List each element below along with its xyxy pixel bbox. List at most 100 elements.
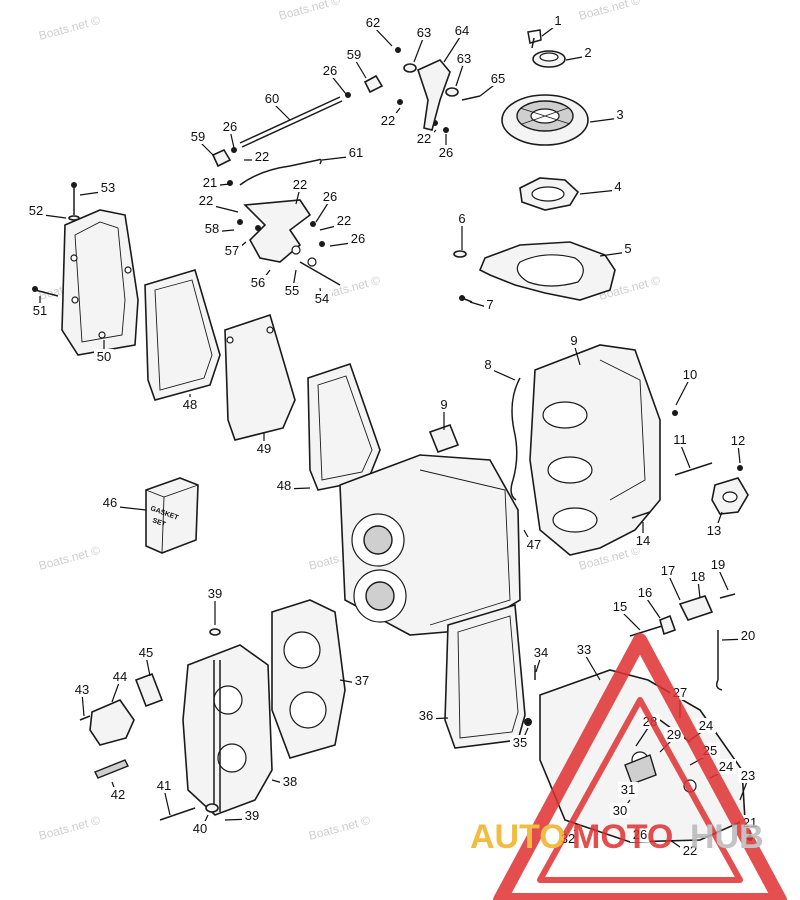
cover-plate-49-part — [224, 313, 296, 441]
callout-c40: 40 — [193, 821, 207, 836]
callout-label-bg — [30, 303, 50, 318]
callout-c5: 5 — [624, 241, 631, 256]
callout-label-bg — [280, 774, 300, 789]
callout-label-bg — [94, 349, 114, 364]
callout-c6: 6 — [458, 211, 465, 226]
callout-c46: 46 — [103, 495, 117, 510]
callout-label-bg — [688, 569, 708, 584]
callout-label-bg — [664, 727, 684, 742]
callout-c9a: 9 — [440, 397, 447, 412]
logo-word-moto: MOTO — [572, 818, 673, 856]
callout-label-bg — [312, 291, 332, 306]
callout-c63a: 63 — [417, 25, 431, 40]
callout-label-bg — [363, 15, 383, 30]
callout-label-bg — [222, 243, 242, 258]
gasket-box-line2: SET — [151, 517, 167, 528]
callout-c22c: 22 — [199, 193, 213, 208]
inner-cover-gasket-part — [444, 603, 536, 749]
callout-c19: 19 — [711, 557, 725, 572]
callout-c13: 13 — [707, 523, 721, 538]
callout-c7: 7 — [486, 297, 493, 312]
callout-c8: 8 — [484, 357, 491, 372]
callout-c23: 23 — [741, 768, 755, 783]
callout-label-bg — [484, 297, 496, 312]
callout-c43: 43 — [75, 682, 89, 697]
callout-c65: 65 — [491, 71, 505, 86]
callout-c26b: 26 — [323, 63, 337, 78]
callout-label-bg — [252, 149, 272, 164]
callout-label-bg — [635, 585, 655, 600]
callout-label-bg — [680, 367, 700, 382]
callout-label-bg — [738, 768, 758, 783]
seal-bolt-part — [527, 29, 542, 49]
callout-c42: 42 — [111, 787, 125, 802]
callout-label-bg — [482, 357, 494, 372]
watermark: Boats.net © — [37, 813, 102, 843]
callout-leader — [583, 652, 601, 681]
callout-label-bg — [352, 673, 372, 688]
callout-c11: 11 — [673, 432, 687, 447]
callout-label-bg — [630, 827, 650, 842]
callout-c60: 60 — [265, 91, 279, 106]
callout-label-bg — [614, 107, 626, 122]
callout-c26a: 26 — [223, 119, 237, 134]
callout-label-bg — [696, 718, 716, 733]
callout-c22a: 22 — [255, 149, 269, 164]
callout-label-bg — [334, 213, 354, 228]
callout-c26d: 26 — [351, 231, 365, 246]
callout-label-bg — [188, 129, 208, 144]
callout-label-bg — [438, 397, 450, 412]
callout-label-bg — [728, 433, 748, 448]
watermark: Boats.net © — [307, 813, 372, 843]
callout-c62: 62 — [366, 15, 380, 30]
callout-label-bg — [618, 782, 638, 797]
callout-c10: 10 — [683, 367, 697, 382]
screw-7-part — [459, 295, 473, 303]
watermark: Boats.net © — [277, 0, 342, 23]
callout-c26f: 26 — [633, 827, 647, 842]
callout-c33: 33 — [577, 642, 591, 657]
logo-word-hub: HUB — [690, 818, 764, 856]
callout-label-bg — [414, 131, 434, 146]
watermark: Boats.net © — [37, 13, 102, 43]
bypass-gasket-48b-part — [307, 362, 381, 491]
bypass-gasket-48a-part — [144, 269, 221, 401]
callout-c59a: 59 — [347, 47, 361, 62]
bypass-cover-part — [32, 182, 139, 356]
crankcase-half-part — [529, 344, 661, 556]
callout-c29: 29 — [667, 727, 681, 742]
callout-c15: 15 — [613, 599, 627, 614]
callout-c20: 20 — [741, 628, 755, 643]
callout-leader — [443, 33, 463, 63]
callout-c58: 58 — [205, 221, 219, 236]
callout-label-bg — [320, 63, 340, 78]
callout-c3: 3 — [616, 107, 623, 122]
callout-label-bg — [524, 537, 544, 552]
callout-c22e: 22 — [381, 113, 395, 128]
callout-label-bg — [200, 175, 220, 190]
callout-label-bg — [202, 221, 222, 236]
callout-c49: 49 — [257, 441, 271, 456]
callout-c18: 18 — [691, 569, 705, 584]
callout-label-bg — [190, 821, 210, 836]
bracket-64-part — [403, 59, 481, 131]
callout-label-bg — [108, 787, 128, 802]
callout-leader — [675, 377, 691, 406]
callout-label-bg — [290, 177, 310, 192]
callout-leader — [413, 35, 425, 63]
callout-c59b: 59 — [191, 129, 205, 144]
callout-label-bg — [180, 397, 200, 412]
callout-label-bg — [136, 645, 156, 660]
callout-label-bg — [658, 563, 678, 578]
washer-part — [453, 250, 467, 258]
callout-c21a: 21 — [203, 175, 217, 190]
callout-label-bg — [610, 599, 630, 614]
callout-label-bg — [196, 193, 216, 208]
callout-c64: 64 — [455, 23, 469, 38]
cam-wire-part — [239, 158, 322, 186]
callout-c22g: 22 — [683, 843, 697, 858]
callout-c34: 34 — [534, 645, 548, 660]
callout-label-bg — [454, 51, 474, 66]
automotohub-logo: AUTO MOTO HUB — [470, 633, 787, 900]
